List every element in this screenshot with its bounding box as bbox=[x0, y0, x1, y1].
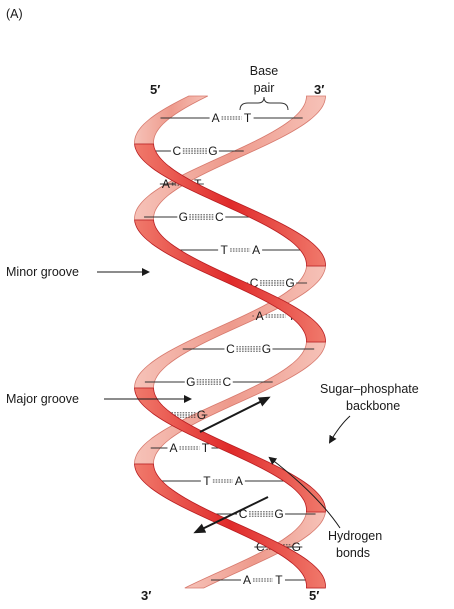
major-groove-label: Major groove bbox=[6, 392, 79, 406]
backbone-front-segment bbox=[134, 143, 326, 267]
backbone-back-segment bbox=[134, 95, 208, 145]
base-right: G bbox=[292, 540, 301, 554]
strand-end-top-right: 3′ bbox=[314, 82, 324, 97]
base-left: A bbox=[256, 309, 264, 323]
backbone-front-segment bbox=[134, 387, 326, 513]
helix-front-strands bbox=[134, 143, 326, 589]
base-right: C bbox=[222, 375, 231, 389]
base-right: T bbox=[275, 573, 283, 587]
base-right: G bbox=[285, 276, 294, 290]
base-left: C bbox=[173, 144, 182, 158]
strand-end-bottom-left: 3′ bbox=[141, 588, 151, 603]
minor-groove-label: Minor groove bbox=[6, 265, 79, 279]
base-right: C bbox=[215, 210, 224, 224]
hydrogen-bonds-label-line1: Hydrogen bbox=[328, 529, 382, 543]
base-left: G bbox=[186, 375, 195, 389]
base-left: C bbox=[239, 507, 248, 521]
backbone-front-segment bbox=[134, 219, 326, 343]
base-right: G bbox=[262, 342, 271, 356]
base-pair-label-line1: Base bbox=[250, 64, 279, 78]
base-right: G bbox=[208, 144, 217, 158]
base-left: C bbox=[256, 540, 265, 554]
backbone-label-line1: Sugar–phosphate bbox=[320, 382, 419, 396]
base-right: A bbox=[252, 243, 260, 257]
backbone-back-segment bbox=[184, 511, 326, 589]
strand-direction-arrow-down bbox=[193, 496, 269, 534]
strand-end-bottom-right: 5′ bbox=[309, 588, 319, 603]
base-left: A bbox=[169, 441, 177, 455]
backbone-front-segment bbox=[134, 463, 326, 589]
base-right: T bbox=[202, 441, 210, 455]
base-left: A bbox=[162, 177, 170, 191]
base-left: T bbox=[220, 243, 228, 257]
backbone-arrow bbox=[328, 415, 351, 444]
base-right: A bbox=[235, 474, 243, 488]
base-pair-label-line2: pair bbox=[254, 81, 275, 95]
base-right: G bbox=[197, 408, 206, 422]
base-left: C bbox=[226, 342, 235, 356]
strand-direction-arrow-up bbox=[199, 396, 271, 433]
backbone-label-line2: backbone bbox=[346, 399, 400, 413]
panel-label: (A) bbox=[6, 7, 23, 21]
strand-end-top-left: 5′ bbox=[150, 82, 160, 97]
base-left: C bbox=[250, 276, 259, 290]
base-left: T bbox=[203, 474, 211, 488]
hydrogen-bonds-arrow bbox=[268, 456, 341, 529]
hydrogen-bonds-label-line2: bonds bbox=[336, 546, 370, 560]
base-right: T bbox=[244, 111, 252, 125]
base-left: A bbox=[212, 111, 220, 125]
base-left: G bbox=[179, 210, 188, 224]
base-pair-brace bbox=[239, 96, 289, 111]
base-left: A bbox=[243, 573, 251, 587]
base-right: G bbox=[274, 507, 283, 521]
